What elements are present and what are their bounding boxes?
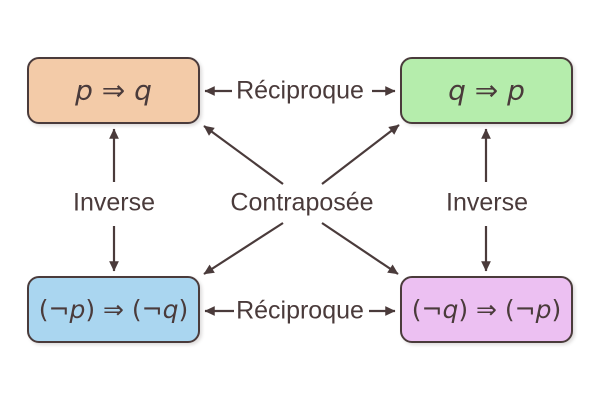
node-not-q-implies-not-p-formula: (¬q) ⇒ (¬p) bbox=[411, 295, 562, 324]
arrow-contraposee-down-right bbox=[321, 222, 399, 275]
arrow-contraposee-down-left bbox=[203, 222, 284, 275]
label-reciproque-bottom: Réciproque bbox=[236, 296, 364, 325]
node-p-implies-q: p ⇒ q bbox=[27, 57, 200, 124]
node-q-implies-p-formula: q ⇒ p bbox=[448, 74, 525, 107]
arrow-contraposee-up-right bbox=[321, 124, 400, 185]
label-reciproque-top: Réciproque bbox=[236, 76, 364, 105]
label-inverse-right: Inverse bbox=[446, 188, 528, 217]
node-p-implies-q-formula: p ⇒ q bbox=[75, 74, 152, 107]
arrow-contraposee-up-left bbox=[203, 125, 284, 185]
label-inverse-left: Inverse bbox=[73, 188, 155, 217]
node-not-p-implies-not-q: (¬p) ⇒ (¬q) bbox=[27, 276, 200, 343]
label-contraposee: Contraposée bbox=[230, 188, 374, 217]
node-not-q-implies-not-p: (¬q) ⇒ (¬p) bbox=[400, 276, 573, 343]
node-not-p-implies-not-q-formula: (¬p) ⇒ (¬q) bbox=[38, 295, 189, 324]
node-q-implies-p: q ⇒ p bbox=[400, 57, 573, 124]
